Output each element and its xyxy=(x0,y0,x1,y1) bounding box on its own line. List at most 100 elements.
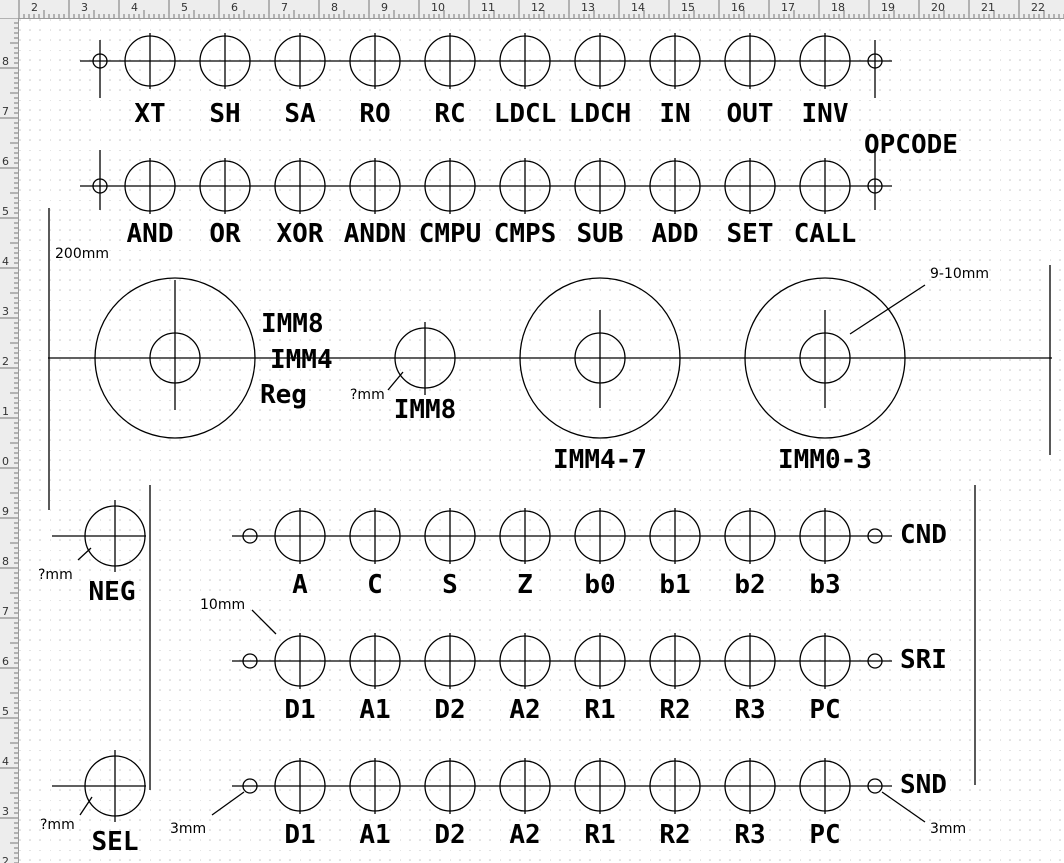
sel-label[interactable]: SEL xyxy=(92,827,139,857)
ruler-number: 20 xyxy=(931,1,945,14)
selector-wheel-label[interactable]: LDCH xyxy=(569,99,632,129)
selector-wheel-label[interactable]: R3 xyxy=(734,820,765,850)
bearing-circle[interactable] xyxy=(242,653,258,669)
ruler-number: 15 xyxy=(681,1,695,14)
selector-wheel-label[interactable]: XOR xyxy=(277,219,324,249)
dim-sel[interactable]: ?mm xyxy=(40,817,75,833)
selector-wheel-label[interactable]: SET xyxy=(727,219,774,249)
bearing-circle[interactable] xyxy=(92,53,108,69)
selector-wheel-label[interactable]: b3 xyxy=(809,570,840,600)
wheel-imm03-label[interactable]: IMM0-3 xyxy=(778,445,872,475)
selector-wheel-label[interactable]: OUT xyxy=(727,99,774,129)
big-wheel-label-imm4[interactable]: IMM4 xyxy=(270,345,333,375)
dim-3mm-left[interactable]: 3mm xyxy=(170,821,206,837)
selector-wheel-label[interactable]: XT xyxy=(134,99,165,129)
selector-wheel-label[interactable]: ADD xyxy=(652,219,699,249)
ruler-number: 6 xyxy=(231,1,238,14)
selector-wheel-label[interactable]: OR xyxy=(209,219,241,249)
bearing-circle[interactable] xyxy=(92,178,108,194)
sri-label[interactable]: SRI xyxy=(900,645,947,675)
ruler-number: 0 xyxy=(2,455,9,468)
selector-wheel-label[interactable]: S xyxy=(442,570,458,600)
ruler-number: 7 xyxy=(2,605,9,618)
selector-wheel-label[interactable]: RC xyxy=(434,99,465,129)
selector-wheel-label[interactable]: PC xyxy=(809,695,840,725)
big-wheel-label-imm8[interactable]: IMM8 xyxy=(261,309,324,339)
selector-wheel-label[interactable]: R2 xyxy=(659,820,690,850)
leader-9-10mm[interactable] xyxy=(849,284,926,335)
selector-wheel-label[interactable]: A1 xyxy=(359,695,390,725)
ruler-number: 2 xyxy=(2,855,9,863)
dim-10mm[interactable]: 10mm xyxy=(200,597,245,613)
ruler-number: 4 xyxy=(2,255,9,268)
selector-wheel-label[interactable]: IN xyxy=(659,99,690,129)
selector-wheel-label[interactable]: RO xyxy=(359,99,390,129)
diagram-svg[interactable]: XTSHSARORCLDCLLDCHINOUTINVANDORXORANDNCM… xyxy=(19,19,1064,863)
selector-wheel-label[interactable]: D1 xyxy=(284,820,315,850)
ruler-number: 3 xyxy=(81,1,88,14)
leader-neg[interactable] xyxy=(77,547,92,561)
leader-3mm-left[interactable] xyxy=(211,791,245,816)
selector-wheel-label[interactable]: A2 xyxy=(509,695,540,725)
wheel-imm03-outer[interactable] xyxy=(744,277,906,439)
ruler-number: 5 xyxy=(2,205,9,218)
dim-neg[interactable]: ?mm xyxy=(38,567,73,583)
selector-wheel-label[interactable]: R1 xyxy=(584,820,615,850)
dim-3mm-right[interactable]: 3mm xyxy=(930,821,966,837)
opcode-label[interactable]: OPCODE xyxy=(864,130,958,160)
selector-wheel-label[interactable]: D2 xyxy=(434,695,465,725)
selector-wheel-label[interactable]: AND xyxy=(127,219,174,249)
selector-wheel-label[interactable]: PC xyxy=(809,820,840,850)
bearing-circle[interactable] xyxy=(867,778,883,794)
bearing-circle[interactable] xyxy=(242,778,258,794)
leader-sel[interactable] xyxy=(79,796,93,816)
dim-200mm[interactable]: 200mm xyxy=(55,246,109,262)
selector-wheel-label[interactable]: LDCL xyxy=(494,99,557,129)
bearing-circle[interactable] xyxy=(867,53,883,69)
selector-wheel-label[interactable]: b2 xyxy=(734,570,765,600)
dim-small-wheel[interactable]: ?mm xyxy=(350,387,385,403)
snd-label[interactable]: SND xyxy=(900,770,947,800)
selector-wheel-label[interactable]: b0 xyxy=(584,570,615,600)
selector-wheel-label[interactable]: R1 xyxy=(584,695,615,725)
selector-wheel-label[interactable]: C xyxy=(367,570,383,600)
cnd-label[interactable]: CND xyxy=(900,520,947,550)
wheel-imm47-label[interactable]: IMM4-7 xyxy=(553,445,647,475)
selector-wheel-label[interactable]: Z xyxy=(517,570,533,600)
bearing-circle[interactable] xyxy=(867,528,883,544)
ruler-number: 16 xyxy=(731,1,745,14)
selector-wheel-label[interactable]: A1 xyxy=(359,820,390,850)
selector-wheel-label[interactable]: D1 xyxy=(284,695,315,725)
selector-wheel-label[interactable]: b1 xyxy=(659,570,690,600)
selector-wheel-label[interactable]: ANDN xyxy=(344,219,407,249)
selector-wheel-label[interactable]: SA xyxy=(284,99,316,129)
selector-wheel-label[interactable]: D2 xyxy=(434,820,465,850)
dim-9-10mm[interactable]: 9-10mm xyxy=(930,266,989,282)
neg-label[interactable]: NEG xyxy=(89,577,136,607)
small-wheel-label[interactable]: IMM8 xyxy=(394,395,457,425)
bearing-circle[interactable] xyxy=(867,653,883,669)
selector-wheel-label[interactable]: R2 xyxy=(659,695,690,725)
selector-wheel-label[interactable]: A xyxy=(292,570,308,600)
selector-wheel-label[interactable]: CMPU xyxy=(419,219,482,249)
big-wheel-label-reg[interactable]: Reg xyxy=(260,380,307,410)
leader-10mm[interactable] xyxy=(251,609,277,635)
selector-wheel-label[interactable]: SH xyxy=(209,99,240,129)
wheel-imm47-outer[interactable] xyxy=(519,277,681,439)
leader-small-wheel[interactable] xyxy=(387,371,404,391)
selector-wheel-label[interactable]: SUB xyxy=(577,219,624,249)
ruler-number: 22 xyxy=(1031,1,1045,14)
selector-wheel-label[interactable]: R3 xyxy=(734,695,765,725)
bearing-circle[interactable] xyxy=(867,178,883,194)
selector-wheel-label[interactable]: A2 xyxy=(509,820,540,850)
big-wheel-outer[interactable] xyxy=(94,277,256,439)
leader-3mm-right[interactable] xyxy=(881,791,926,823)
selector-wheel-label[interactable]: CALL xyxy=(794,219,857,249)
bearing-circle[interactable] xyxy=(242,528,258,544)
selector-wheel-label[interactable]: INV xyxy=(802,99,849,129)
selector-wheel-label[interactable]: CMPS xyxy=(494,219,557,249)
